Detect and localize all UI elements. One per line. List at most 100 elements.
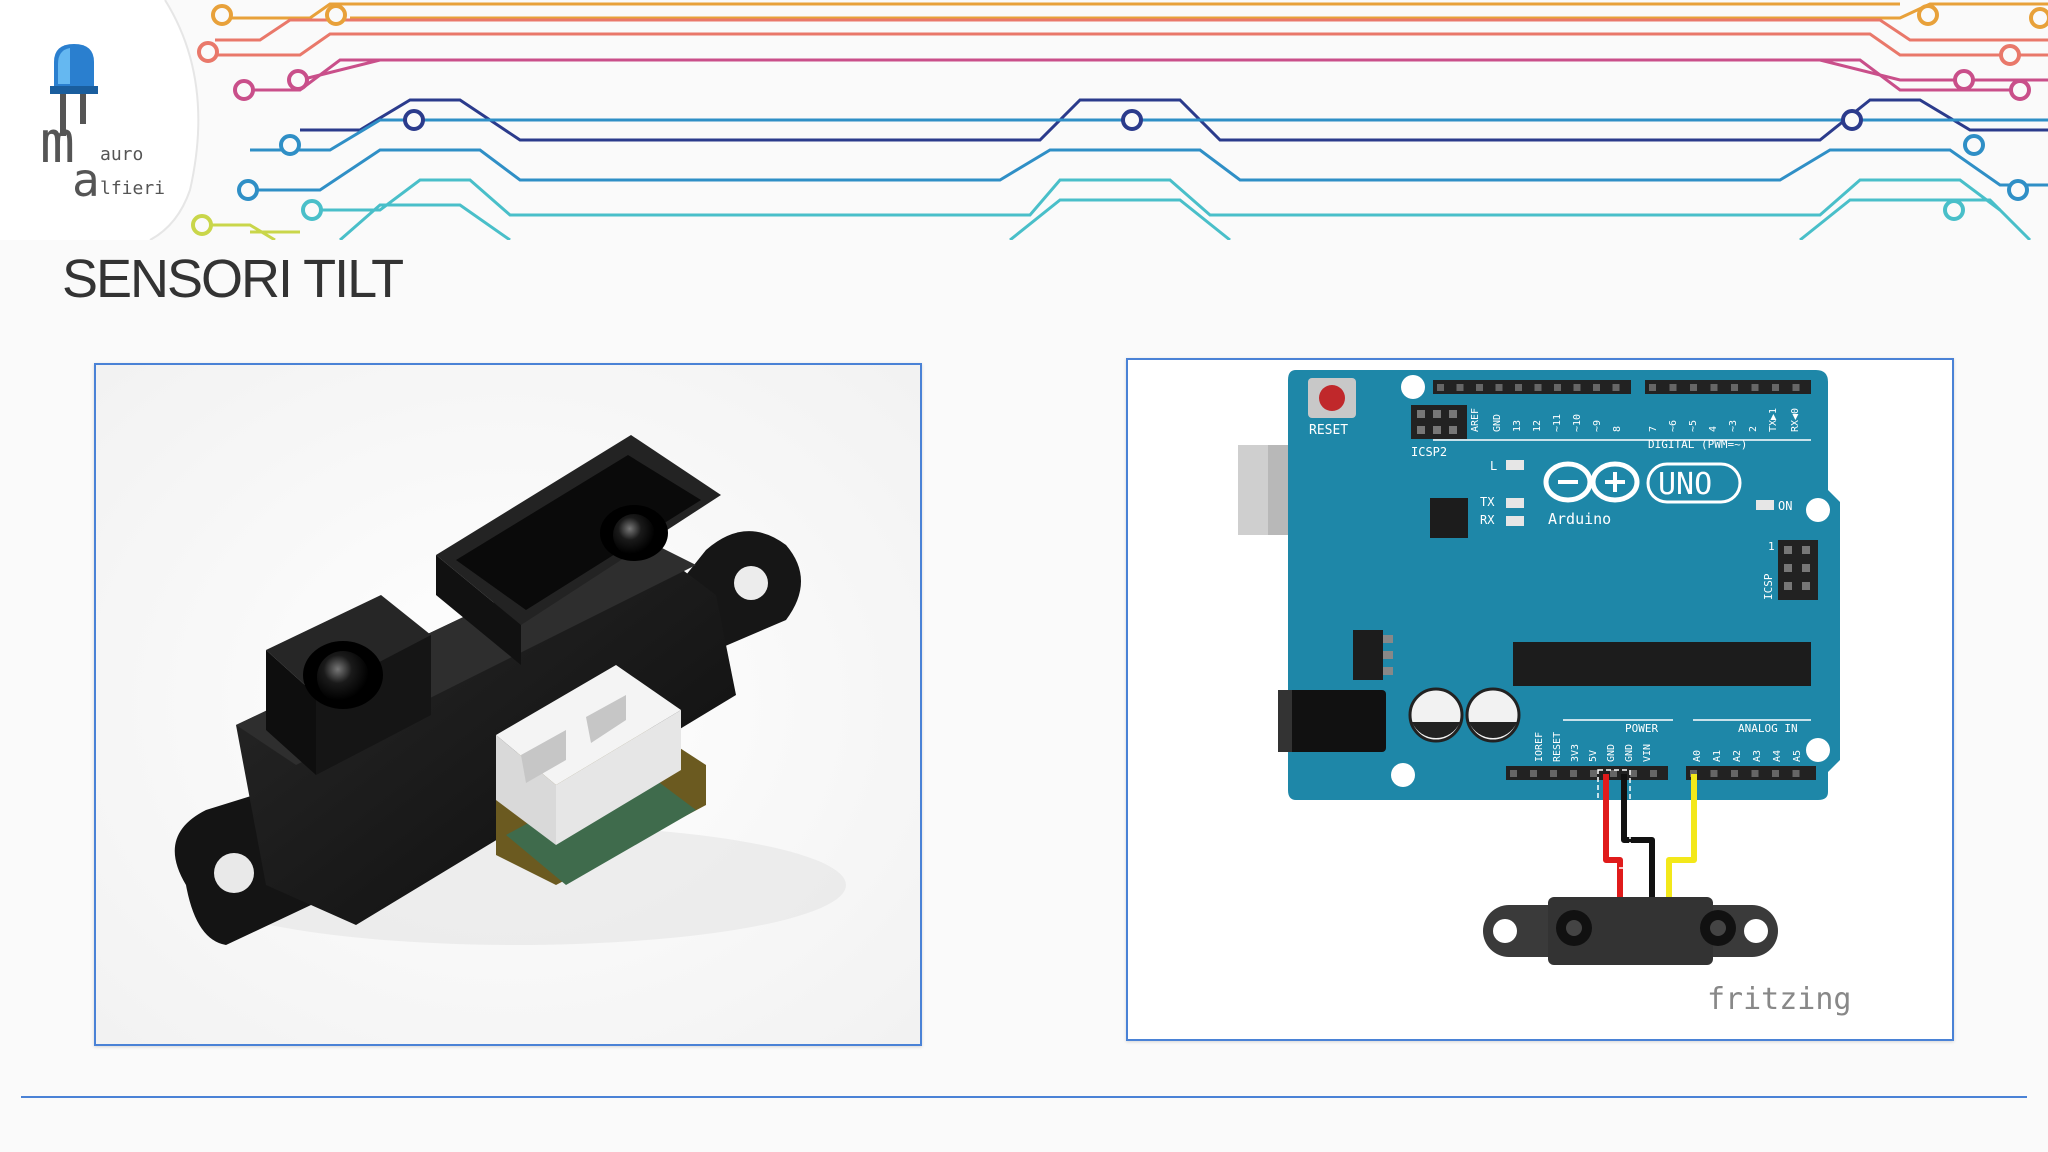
header-pin <box>1772 384 1779 391</box>
led-on <box>1756 500 1774 510</box>
power-pin-label: 3V3 <box>1570 744 1581 762</box>
sensor-wires <box>1603 774 1697 898</box>
header-pin <box>1710 384 1718 391</box>
analog-pin-label: A4 <box>1772 750 1783 762</box>
header-pin <box>1437 384 1444 391</box>
footer-divider <box>21 1096 2027 1098</box>
header-pin <box>1792 770 1800 777</box>
header-pin <box>1772 770 1779 777</box>
header-pin <box>1456 384 1464 391</box>
icsp2-label: ICSP2 <box>1411 445 1447 459</box>
header-pin <box>1751 770 1759 777</box>
slide-title: SENSORI TILT <box>62 249 404 309</box>
reset-label: RESET <box>1309 423 1348 438</box>
header-pin <box>1476 384 1483 391</box>
logo-word-mauro: auro <box>100 144 143 165</box>
logo-letter-m: m <box>40 108 75 176</box>
header-pin <box>1495 384 1503 391</box>
power-pin-label: IOREF <box>1534 732 1545 762</box>
led-l-label: L <box>1490 459 1497 473</box>
atmega-chip <box>1513 642 1811 686</box>
analog-pin-label: A3 <box>1752 750 1763 762</box>
analog-header <box>1686 766 1816 780</box>
digital-header-b <box>1645 380 1811 394</box>
icsp-pin1-label: 1 <box>1768 540 1775 553</box>
header-pin <box>1550 770 1557 777</box>
header-pin <box>1669 384 1677 391</box>
logo-word-alfieri: lfieri <box>100 178 165 199</box>
digital-pin-label: ~5 <box>1688 420 1699 432</box>
circuit-trace-banner <box>191 2 2048 240</box>
power-pin-label: VIN <box>1642 744 1653 762</box>
header-pin <box>1649 384 1656 391</box>
header-pin <box>1554 384 1561 391</box>
header-pin <box>1610 770 1617 777</box>
header-pin <box>1515 384 1522 391</box>
uno-badge <box>1646 462 1742 504</box>
digital-pin-label: RX◀0 <box>1790 408 1801 432</box>
header-pin <box>1510 770 1517 777</box>
dc-jack <box>1278 690 1386 752</box>
analog-pin-label: A1 <box>1712 750 1723 762</box>
header-pin <box>1593 384 1600 391</box>
power-header <box>1506 766 1668 780</box>
sharp-ir-sensor-icon <box>1483 897 1778 965</box>
arduino-infinity-icon <box>1543 461 1640 503</box>
digital-pin-label: 7 <box>1648 426 1659 432</box>
analog-pin-label: A0 <box>1692 750 1703 762</box>
power-pin-label: GND <box>1624 744 1635 762</box>
header-pin <box>1573 384 1581 391</box>
header-pin <box>1534 384 1542 391</box>
header-pin <box>1731 770 1738 777</box>
header-pin <box>1731 384 1738 391</box>
digital-pin-label: 2 <box>1748 426 1759 432</box>
digital-pin-label: AREF <box>1470 408 1481 432</box>
header-pin <box>1792 384 1800 391</box>
digital-pin-label: ~9 <box>1592 420 1603 432</box>
led-rx-label: RX <box>1480 513 1495 527</box>
header-pin <box>1570 770 1577 777</box>
sharp-ir-sensor-image <box>96 365 920 1044</box>
header-pin <box>1650 770 1657 777</box>
usb-chip <box>1430 498 1468 538</box>
led-l <box>1506 460 1524 470</box>
fritzing-watermark: fritzing <box>1707 982 1852 1017</box>
led-on-label: ON <box>1778 499 1792 513</box>
header-pin <box>1590 770 1597 777</box>
logo-letter-a: a <box>72 153 100 207</box>
header-pin <box>1530 770 1537 777</box>
header-pin <box>1612 384 1620 391</box>
voltage-regulator <box>1353 630 1383 680</box>
analog-label: ANALOG IN <box>1738 722 1798 735</box>
digital-pin-label: 12 <box>1532 420 1543 432</box>
led-tx-label: TX <box>1480 495 1495 509</box>
power-pin-label: RESET <box>1552 732 1563 762</box>
blue-led-icon <box>50 44 98 136</box>
mauro-alfieri-logo: m auro a lfieri <box>0 0 200 240</box>
header-pin <box>1710 770 1718 777</box>
digital-pin-label: 4 <box>1708 426 1719 432</box>
uno-label: UNO <box>1658 467 1712 502</box>
header-pin <box>1630 770 1637 777</box>
digital-pin-label: ~11 <box>1552 414 1563 432</box>
digital-pin-label: ~10 <box>1572 414 1583 432</box>
icsp-label: ICSP <box>1762 573 1775 600</box>
digital-pin-label: ~3 <box>1728 420 1739 432</box>
brand-label: Arduino <box>1548 510 1611 528</box>
digital-label: DIGITAL (PWM=~) <box>1648 438 1747 451</box>
header-pin <box>1690 384 1697 391</box>
digital-pin-label: GND <box>1492 414 1503 432</box>
digital-pin-label: 8 <box>1612 426 1623 432</box>
header-pin <box>1751 384 1759 391</box>
power-pin-label: 5V <box>1588 750 1599 762</box>
header-pin <box>1690 770 1697 777</box>
power-pin-label: GND <box>1606 744 1617 762</box>
power-label: POWER <box>1625 722 1658 735</box>
analog-pin-label: A2 <box>1732 750 1743 762</box>
sensor-photo-frame <box>94 363 922 1046</box>
analog-pin-label: A5 <box>1792 750 1803 762</box>
led-tx <box>1506 498 1524 508</box>
digital-pin-label: ~6 <box>1668 420 1679 432</box>
